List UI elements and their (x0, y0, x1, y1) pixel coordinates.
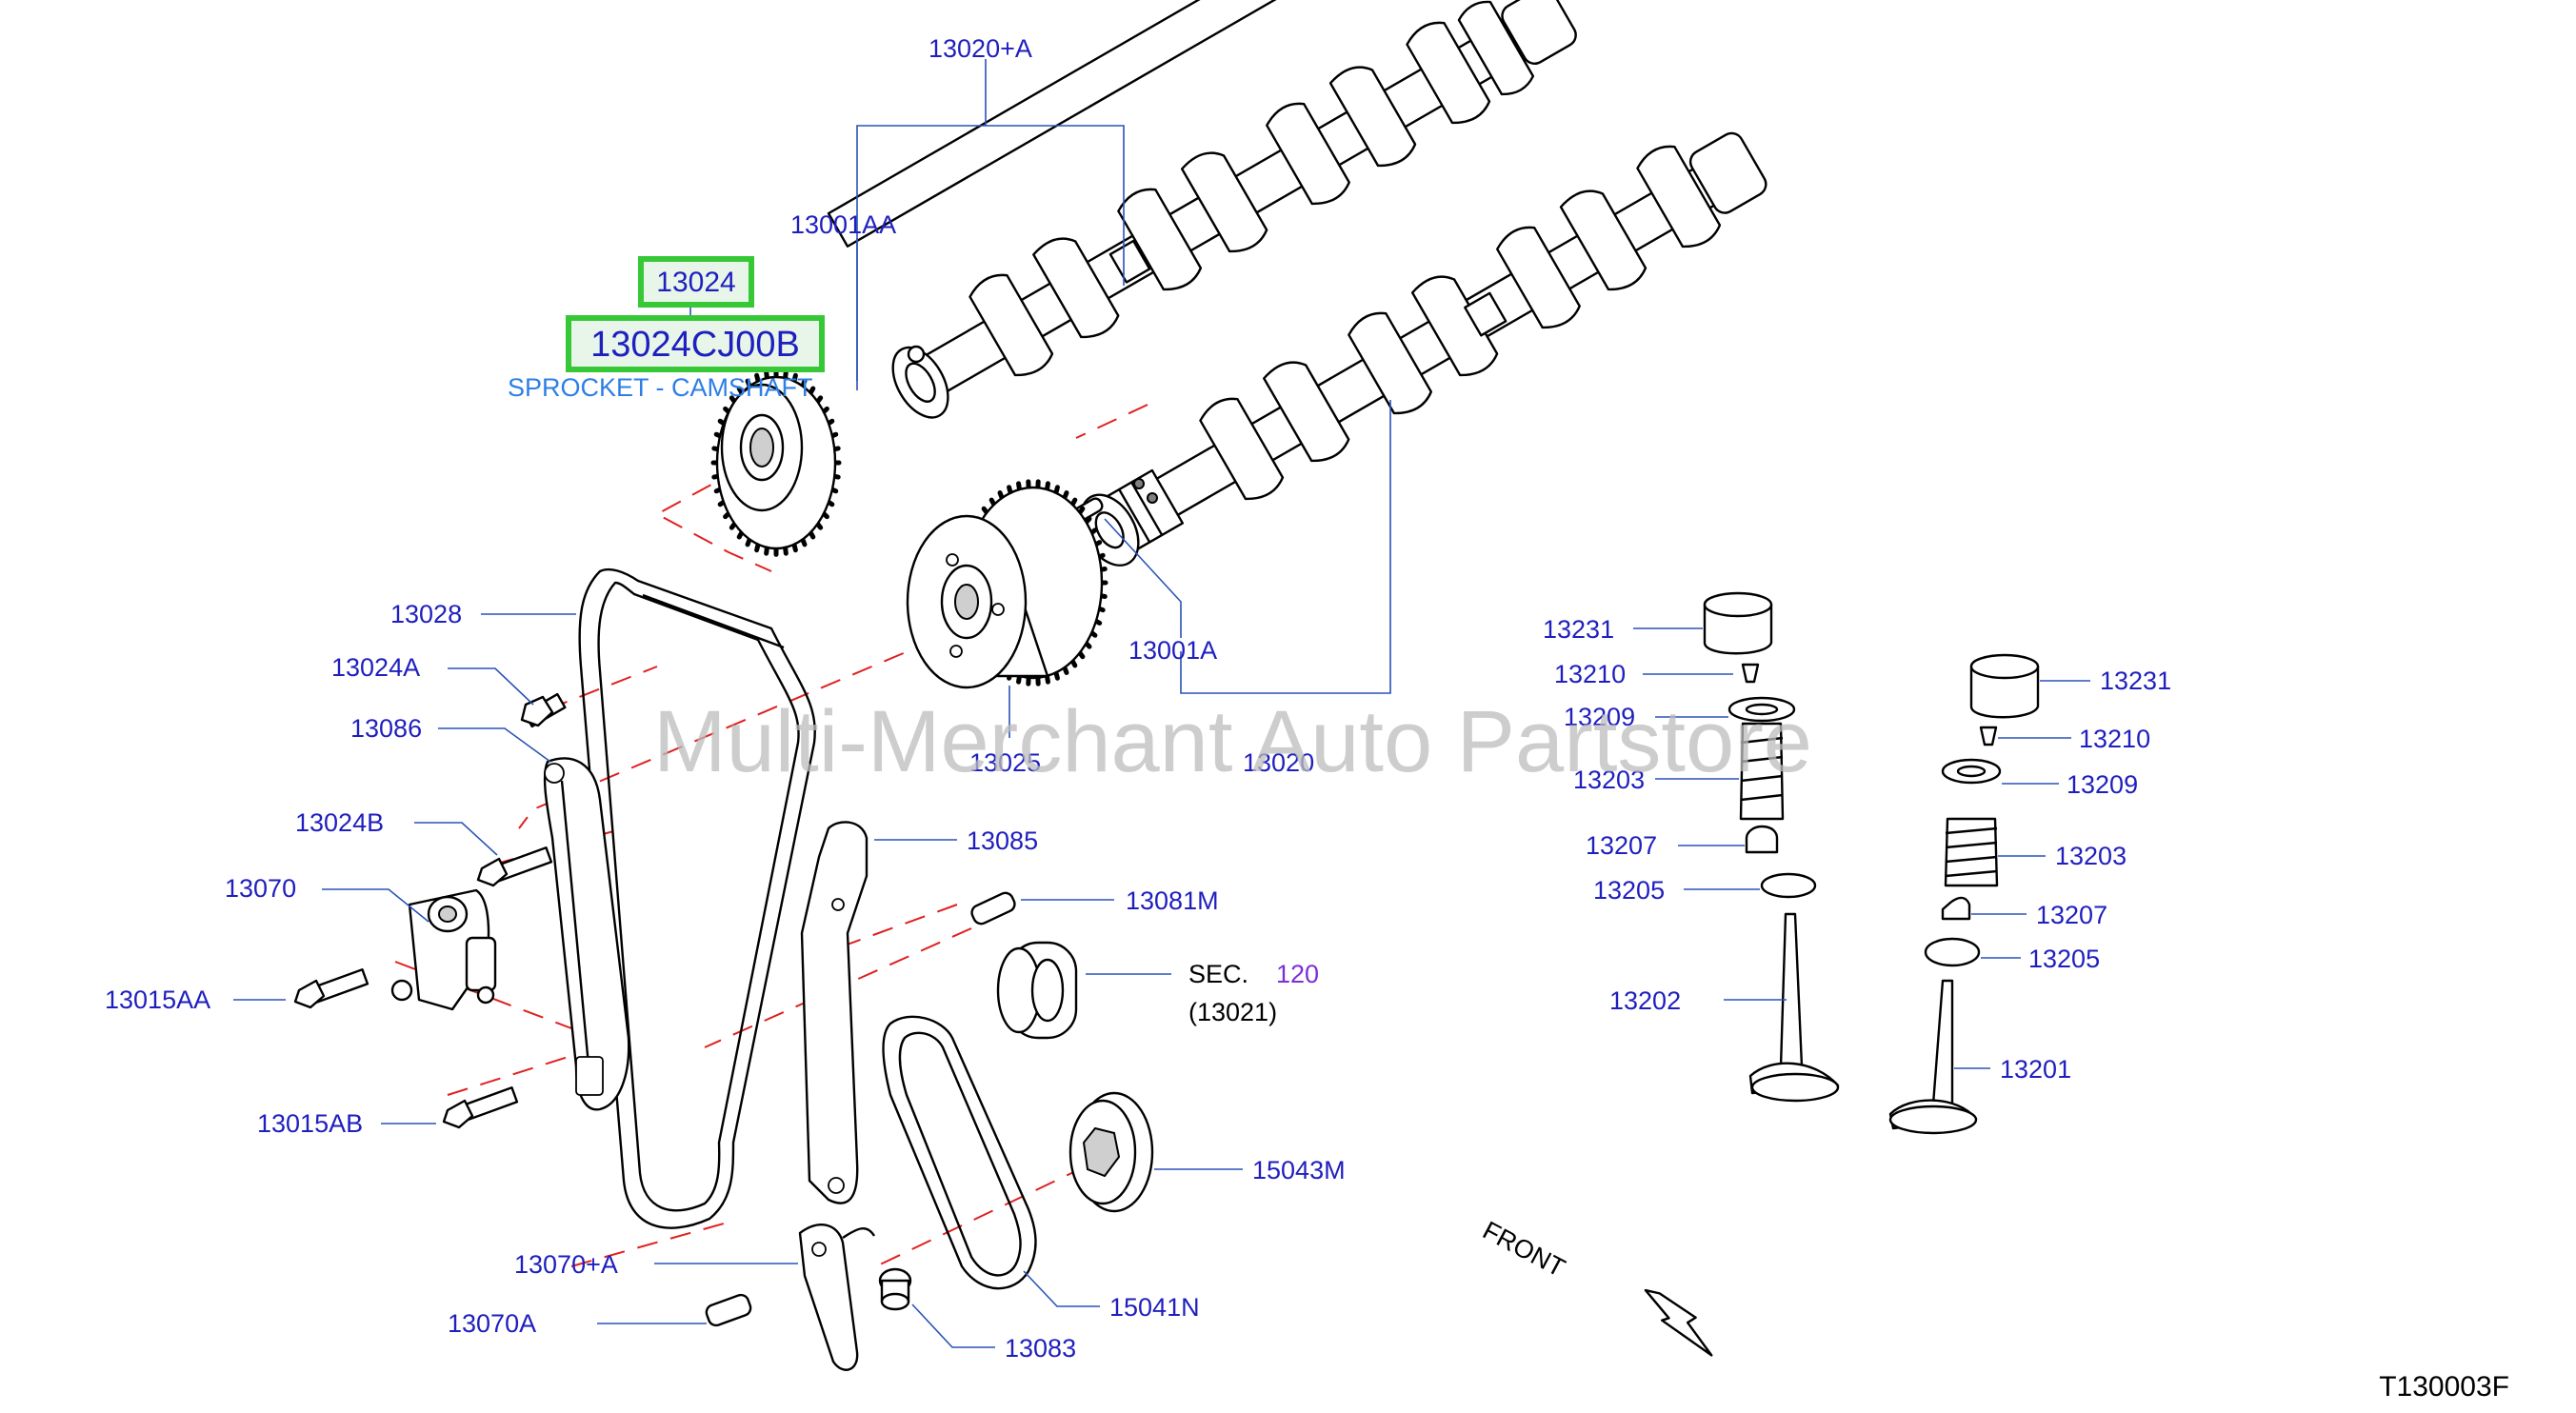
valve-train-left (1703, 591, 1840, 1103)
chain-guide-13085 (800, 821, 869, 1204)
diagram-id: T130003F (2379, 1371, 2509, 1403)
highlight-box-full-part-no[interactable] (566, 315, 825, 372)
label-15043M[interactable]: 15043M (1252, 1156, 1346, 1184)
label-13086[interactable]: 13086 (350, 714, 422, 743)
label-13024A[interactable]: 13024A (331, 653, 420, 682)
pin-13070A (705, 1293, 752, 1327)
timing-chain-13028 (578, 567, 816, 1229)
watermark: Multi-Merchant Auto Partstore (653, 693, 1812, 790)
label-13205-left[interactable]: 13205 (1593, 876, 1665, 905)
camshaft-upper (827, 0, 1577, 419)
label-13203-left[interactable]: 13203 (1573, 766, 1645, 794)
crank-sprocket-sec120 (996, 941, 1078, 1040)
sec-subref: (13021) (1188, 998, 1277, 1026)
bolt-13015AB (442, 1086, 519, 1129)
label-13020-A[interactable]: 13020+A (929, 34, 1032, 63)
part-labels: 13020+A 13001AA 13028 13024A 13086 13024… (105, 34, 2171, 1363)
label-13085[interactable]: 13085 (967, 826, 1038, 855)
label-13001A[interactable]: 13001A (1128, 636, 1217, 665)
oil-pump-sprocket-15043M (1068, 1091, 1154, 1213)
bolt-13024B (476, 846, 553, 887)
pin-13081M (970, 891, 1016, 925)
highlight-full-part-no[interactable]: 13024CJ00B (590, 325, 800, 365)
highlight-box-part-no[interactable] (638, 256, 754, 308)
highlight-description: SPROCKET - CAMSHAFT (508, 373, 813, 402)
vtc-sprocket-13025 (906, 479, 1108, 689)
label-13209-right[interactable]: 13209 (2067, 770, 2138, 799)
label-13001AA[interactable]: 13001AA (790, 210, 896, 239)
label-13231-right[interactable]: 13231 (2100, 667, 2171, 695)
label-13205-right[interactable]: 13205 (2028, 945, 2100, 973)
label-13202[interactable]: 13202 (1609, 986, 1681, 1015)
label-13015AA[interactable]: 13015AA (105, 985, 210, 1014)
label-13024B[interactable]: 13024B (295, 808, 384, 837)
sec-prefix: SEC. (1188, 960, 1248, 988)
bolt-13024A (520, 692, 567, 728)
front-label: FRONT (1478, 1216, 1569, 1283)
label-13203-right[interactable]: 13203 (2055, 842, 2127, 870)
bolt-13015AA (293, 968, 369, 1009)
label-13207-left[interactable]: 13207 (1586, 831, 1657, 860)
highlight-part-no[interactable]: 13024 (656, 267, 735, 298)
label-13201[interactable]: 13201 (2000, 1055, 2071, 1084)
label-13070[interactable]: 13070 (225, 874, 296, 903)
front-direction-arrow (1644, 1288, 1713, 1357)
label-13028[interactable]: 13028 (390, 600, 462, 628)
label-13231-left[interactable]: 13231 (1543, 615, 1614, 644)
oil-pump-chain-15041N (882, 1015, 1037, 1290)
label-15041N[interactable]: 15041N (1109, 1293, 1200, 1322)
label-13210-left[interactable]: 13210 (1554, 660, 1626, 688)
label-13070-A[interactable]: 13070+A (514, 1250, 618, 1279)
bolt-13083 (878, 1267, 912, 1311)
label-13081M[interactable]: 13081M (1126, 886, 1219, 915)
chain-tensioner-13070 (390, 888, 497, 1011)
tensioner-arm-13070-A (798, 1224, 876, 1371)
camshaft-lower (1079, 131, 1767, 567)
section-reference: SEC. 120 (13021) (1188, 960, 1319, 1026)
label-13070A[interactable]: 13070A (448, 1309, 536, 1338)
camshaft-sprocket-13024 (710, 368, 842, 557)
label-13015AB[interactable]: 13015AB (257, 1109, 363, 1138)
sec-link-120[interactable]: 120 (1276, 960, 1319, 988)
label-13207-right[interactable]: 13207 (2036, 901, 2107, 929)
label-13209-left[interactable]: 13209 (1564, 703, 1635, 731)
label-13210-right[interactable]: 13210 (2079, 725, 2150, 753)
highlight-callout[interactable]: 13024 13024CJ00B SPROCKET - CAMSHAFT (508, 256, 825, 402)
valve-train-right (1888, 653, 2040, 1135)
label-13083[interactable]: 13083 (1005, 1334, 1076, 1363)
label-13020[interactable]: 13020 (1243, 748, 1314, 777)
label-13025[interactable]: 13025 (969, 748, 1041, 777)
chain-guide-13086 (543, 757, 630, 1111)
